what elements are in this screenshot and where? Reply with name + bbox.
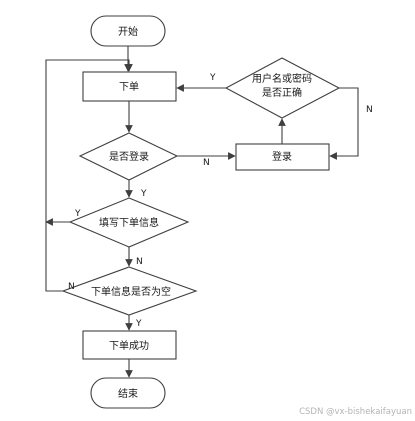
- order-success-label: 下单成功: [109, 340, 149, 352]
- order-info-empty-decision: 下单信息是否为空: [61, 266, 198, 316]
- credentials-check-decision: 用户名或密码 是否正确: [224, 57, 341, 119]
- start-label: 开始: [118, 25, 138, 38]
- start-node: 开始: [90, 15, 166, 47]
- login-process: 登录: [235, 143, 330, 171]
- fill-order-info-label: 填写下单信息: [99, 216, 159, 229]
- edge-order-empty-loop-to-place-order: [45, 59, 133, 292]
- place-order-label-1: 下单: [119, 81, 139, 93]
- is-logged-in-label: 是否登录: [109, 150, 149, 163]
- edge-label-empty-loop-no: N: [68, 282, 75, 292]
- end-label: 结束: [118, 387, 138, 400]
- is-logged-in-decision: 是否登录: [78, 132, 179, 181]
- edge-label-logged-in-no: N: [203, 158, 210, 168]
- place-order-process-1: 下单: [82, 71, 177, 102]
- credentials-check-label-line1: 用户名或密码: [252, 72, 312, 85]
- order-info-empty-label: 下单信息是否为空: [91, 285, 171, 298]
- end-node: 结束: [90, 377, 166, 409]
- fill-order-info-decision: 填写下单信息: [68, 197, 190, 248]
- order-success-process: 下单成功: [82, 330, 177, 360]
- csdn-watermark: CSDN @vx-bishekaifayuan: [299, 407, 412, 417]
- edge-credentials-no-to-login: [329, 87, 359, 160]
- edge-label-fill-to-check-no: N: [136, 257, 143, 267]
- edge-label-credentials-yes: Y: [209, 73, 216, 83]
- edge-label-credentials-no: N: [366, 105, 373, 115]
- login-label: 登录: [272, 150, 292, 163]
- edge-label-empty-yes: Y: [135, 319, 142, 329]
- edge-label-logged-in-yes: Y: [140, 189, 147, 199]
- edge-label-fill-loop-yes: Y: [74, 209, 81, 219]
- credentials-check-label-line2: 是否正确: [262, 86, 302, 99]
